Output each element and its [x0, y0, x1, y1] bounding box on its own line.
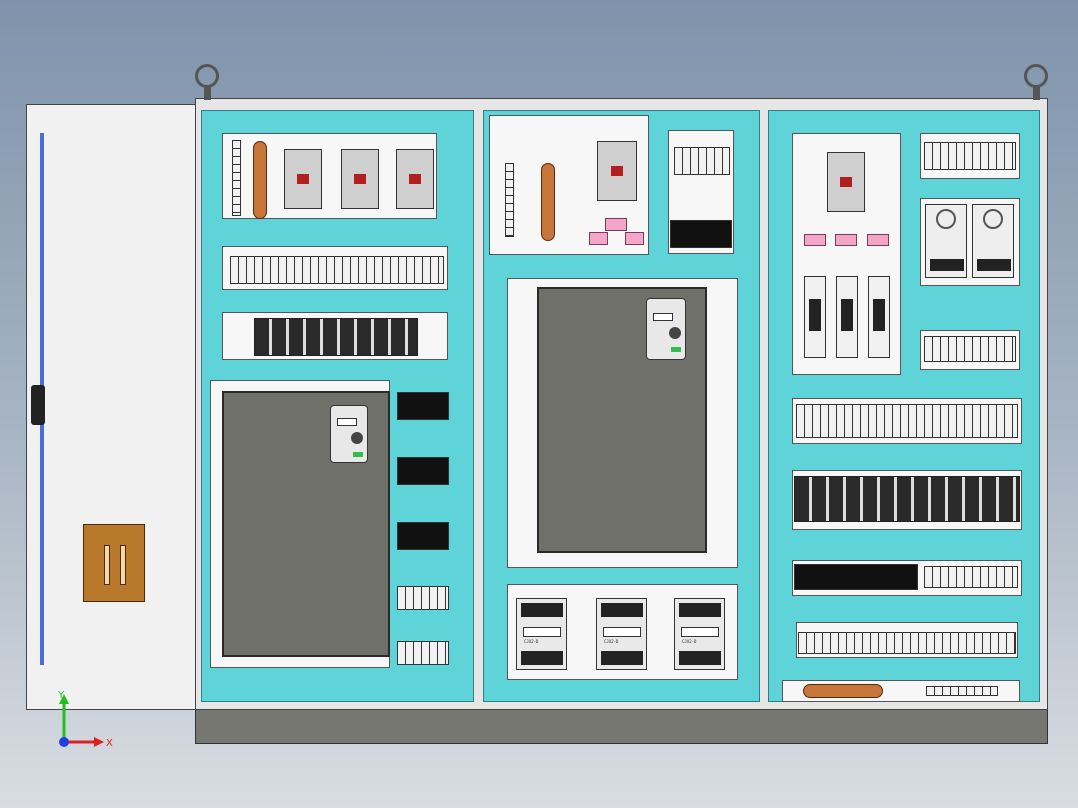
- contactor-3-text: CJX2-D: [682, 639, 697, 644]
- cabinet-door[interactable]: [26, 104, 196, 710]
- contactor-3: CJX2-D: [674, 598, 725, 670]
- mini-breaker-row: [230, 256, 444, 284]
- contactor-1-bottom: [521, 651, 563, 665]
- mini-breaker-row-2: [674, 147, 730, 175]
- ground-busbar-3: [803, 684, 883, 698]
- breaker-1: [284, 149, 322, 209]
- contactor-2-bottom: [601, 651, 643, 665]
- indicator-pink-1: [605, 218, 627, 231]
- contactor-1-top: [521, 603, 563, 617]
- mini-breaker-row-4: [924, 336, 1016, 362]
- contactor-3-top: [679, 603, 721, 617]
- terminal-block-c: [397, 522, 449, 550]
- relay-row-1: [254, 318, 418, 356]
- breaker-3-switch: [409, 174, 421, 184]
- lifting-eye-right-stem: [1033, 86, 1040, 100]
- handle-slot-left: [104, 545, 110, 585]
- power-supply-1: [925, 204, 967, 278]
- terminal-block-f: [670, 220, 732, 248]
- ground-busbar: [253, 141, 267, 219]
- indicator-pink-3: [625, 232, 644, 245]
- breaker-main-3: [827, 152, 865, 212]
- indicator-pink-5: [835, 234, 857, 246]
- vfd-2-run-button[interactable]: [671, 347, 681, 352]
- power-supply-1-fan: [936, 209, 956, 229]
- breaker-main-2: [597, 141, 637, 201]
- handle-slot-right: [120, 545, 126, 585]
- contactor-2-text: CJX2-D: [604, 639, 619, 644]
- terminal-block-a: [397, 392, 449, 420]
- contactor-1-label: CJX2-D: [523, 627, 561, 644]
- y-axis-label: Y: [57, 690, 65, 701]
- breaker-1-switch: [297, 174, 309, 184]
- terminal-strip-vertical: [232, 140, 241, 216]
- breaker-3: [396, 149, 434, 209]
- lifting-eye-right: [1024, 64, 1048, 88]
- contactor-2: CJX2-D: [596, 598, 647, 670]
- fuse-holder-3: [868, 276, 890, 358]
- x-axis-arrow: [94, 737, 104, 747]
- mini-breaker-row-5: [796, 404, 1018, 438]
- vfd-2-dial[interactable]: [669, 327, 681, 339]
- vfd-1-keypad[interactable]: [330, 405, 368, 463]
- z-axis-origin: [59, 737, 69, 747]
- cabinet-plinth: [195, 708, 1048, 744]
- contactor-2-top: [601, 603, 643, 617]
- contactor-1: CJX2-D: [516, 598, 567, 670]
- contactor-1-text: CJX2-D: [524, 639, 539, 644]
- vfd-1-run-button[interactable]: [353, 452, 363, 457]
- terminal-block-d: [397, 586, 449, 610]
- y-axis-arrow: [59, 694, 69, 704]
- contactor-2-label: CJX2-D: [603, 627, 641, 644]
- fuse-holder-1: [804, 276, 826, 358]
- relay-row-2: [794, 476, 1020, 522]
- fuse-3-core: [873, 299, 885, 331]
- contactor-3-bottom: [679, 651, 721, 665]
- breaker-main-2-switch: [611, 166, 623, 176]
- lifting-eye-left: [195, 64, 219, 88]
- power-supply-1-terminals: [930, 259, 964, 271]
- indicator-pink-4: [804, 234, 826, 246]
- terminal-block-h: [924, 566, 1018, 588]
- neutral-bar: [926, 686, 998, 696]
- x-axis-label: X: [106, 738, 113, 749]
- power-supply-2-fan: [983, 209, 1003, 229]
- terminal-block-b: [397, 457, 449, 485]
- contactor-3-label: CJX2-D: [681, 627, 719, 644]
- terminal-block-i: [798, 632, 1016, 654]
- breaker-2: [341, 149, 379, 209]
- axis-triad: Y X: [57, 690, 113, 749]
- breaker-2-switch: [354, 174, 366, 184]
- terminal-block-g: [794, 564, 918, 590]
- vfd-2-keypad[interactable]: [646, 298, 686, 360]
- lifting-eye-left-stem: [204, 86, 211, 100]
- door-latch: [31, 385, 45, 425]
- breaker-main-3-switch: [840, 177, 852, 187]
- mini-breaker-row-3: [924, 142, 1016, 170]
- fuse-2-core: [841, 299, 853, 331]
- terminal-strip-vertical-2: [505, 163, 514, 237]
- fuse-holder-2: [836, 276, 858, 358]
- fuse-1-core: [809, 299, 821, 331]
- power-supply-2-terminals: [977, 259, 1011, 271]
- vfd-2-display: [653, 313, 673, 321]
- vfd-1-dial[interactable]: [351, 432, 363, 444]
- vfd-1-display: [337, 418, 357, 426]
- door-handle[interactable]: [83, 524, 145, 602]
- power-supply-2: [972, 204, 1014, 278]
- indicator-pink-2: [589, 232, 608, 245]
- ground-busbar-2: [541, 163, 555, 241]
- indicator-pink-6: [867, 234, 889, 246]
- terminal-block-e: [397, 641, 449, 665]
